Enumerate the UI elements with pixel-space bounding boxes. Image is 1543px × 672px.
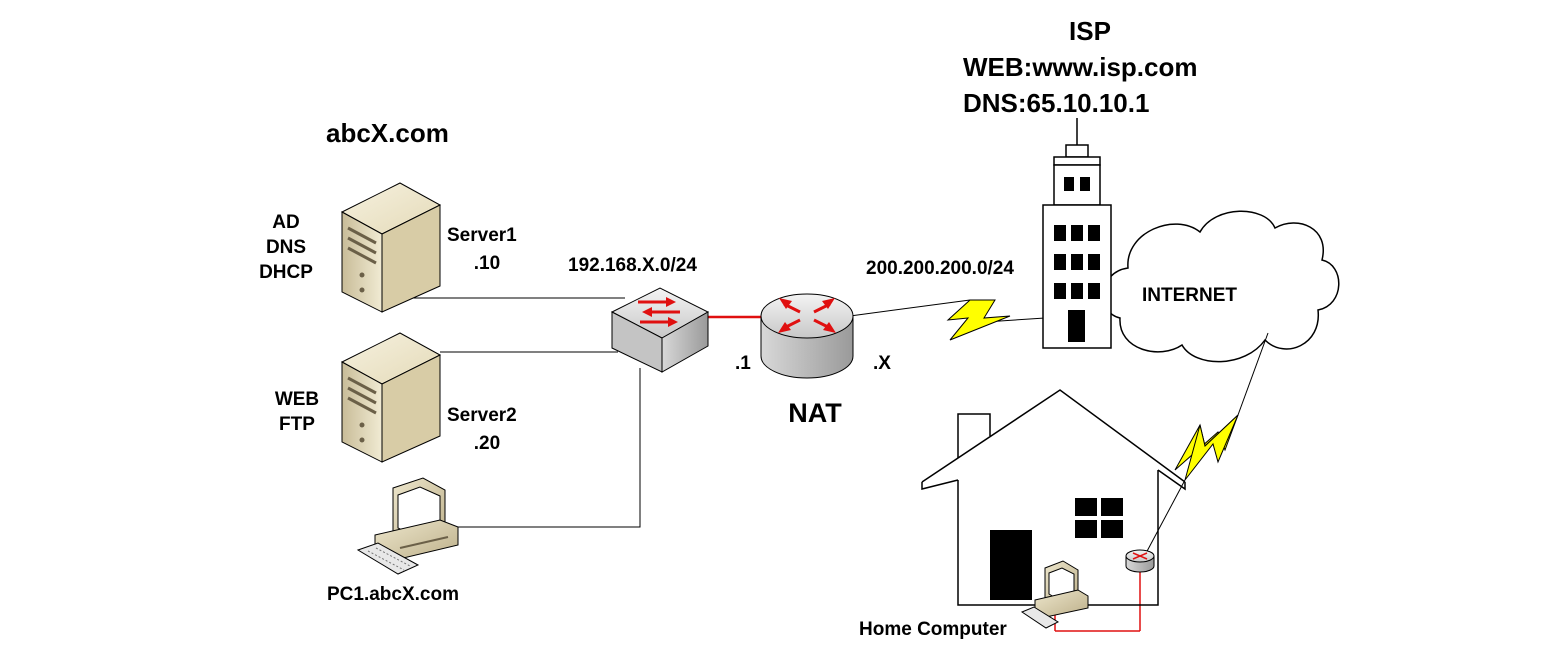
internet-label: INTERNET xyxy=(1142,285,1237,306)
server1-ip: .10 xyxy=(473,253,501,274)
server1-name: Server1 xyxy=(447,225,517,246)
router-inside-ip: .1 xyxy=(735,353,751,374)
server2-name: Server2 xyxy=(447,405,517,426)
home-lightning-bolt xyxy=(1144,332,1269,556)
isp-building-icon xyxy=(1042,118,1112,349)
isp-dns: DNS:65.10.10.1 xyxy=(963,88,1150,118)
server1-role-dhcp: DHCP xyxy=(259,262,313,283)
router-outside-ip: .X xyxy=(873,353,891,374)
isp-web: WEB:www.isp.com xyxy=(963,52,1198,82)
lan-subnet-label: 192.168.X.0/24 xyxy=(568,255,697,276)
server2-role-web: WEB xyxy=(274,389,320,410)
server2-ip: .20 xyxy=(473,433,501,454)
internet-cloud xyxy=(1102,210,1340,363)
switch-icon[interactable] xyxy=(610,287,710,373)
nat-router-icon[interactable] xyxy=(760,293,854,379)
domain-title: abcX.com xyxy=(326,118,449,148)
pc1-label: PC1.abcX.com xyxy=(327,584,459,605)
wan-subnet-label: 200.200.200.0/24 xyxy=(866,258,1014,279)
wan-lightning-bolt xyxy=(849,299,1046,341)
links xyxy=(395,297,1141,632)
server2-role-ftp: FTP xyxy=(279,414,315,435)
home-router-icon[interactable] xyxy=(1125,549,1155,573)
server2-icon[interactable] xyxy=(340,332,442,463)
home-computer-icon[interactable] xyxy=(1020,560,1089,629)
server2-roles: WEB FTP xyxy=(262,387,332,437)
nat-label: NAT xyxy=(788,398,842,428)
link-pc1-switch xyxy=(458,368,641,528)
isp-title: ISP xyxy=(1069,16,1111,46)
pc1-icon[interactable] xyxy=(356,477,459,575)
server1-role-dns: DNS xyxy=(265,237,307,258)
home-computer-label: Home Computer xyxy=(859,619,1007,640)
server1-role-ad: AD xyxy=(272,212,300,233)
server1-roles: AD DNS DHCP xyxy=(250,210,322,285)
server1-icon[interactable] xyxy=(340,182,442,313)
